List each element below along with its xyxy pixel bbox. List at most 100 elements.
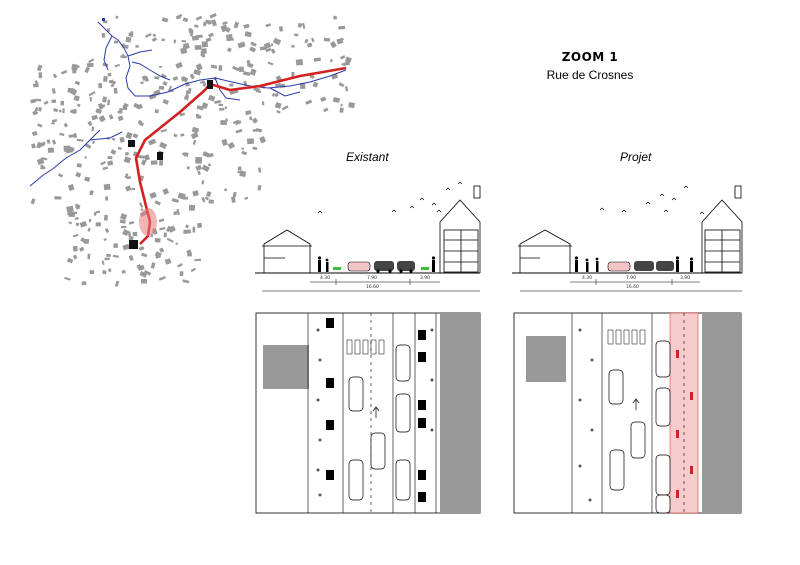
- map-building: [53, 108, 59, 113]
- map-building: [196, 129, 199, 132]
- map-building: [89, 96, 93, 102]
- map-building: [138, 121, 145, 127]
- map-building: [101, 260, 105, 266]
- map-building: [72, 233, 79, 238]
- map-building: [220, 120, 227, 126]
- map-building: [98, 115, 106, 123]
- map-building: [74, 80, 81, 86]
- map-building: [345, 57, 350, 64]
- map-building: [294, 33, 299, 37]
- map-building: [107, 99, 111, 106]
- map-building: [143, 270, 152, 276]
- map-building: [235, 128, 243, 134]
- dimension-lines: [520, 279, 742, 292]
- map-building: [110, 83, 115, 88]
- map-building: [139, 270, 148, 278]
- map-building: [232, 191, 237, 198]
- map-building: [106, 253, 111, 258]
- map-building: [304, 38, 309, 44]
- map-building: [130, 31, 134, 37]
- map-building: [96, 210, 101, 214]
- map-building: [267, 61, 274, 66]
- map-building: [206, 191, 212, 198]
- map-building: [114, 63, 120, 68]
- map-building: [31, 143, 36, 149]
- map-building: [76, 103, 81, 108]
- map-building: [43, 100, 49, 105]
- map-building: [181, 76, 189, 83]
- map-building: [103, 183, 111, 191]
- map-building: [74, 217, 79, 221]
- map-building: [124, 151, 130, 156]
- map-building: [159, 65, 162, 68]
- cars: [347, 261, 415, 273]
- map-building: [166, 237, 174, 243]
- map-building: [261, 101, 265, 106]
- map-building: [232, 119, 240, 125]
- map-building: [307, 42, 313, 48]
- map-building: [88, 58, 95, 64]
- map-building: [119, 213, 128, 221]
- map-building: [63, 145, 71, 152]
- map-building: [140, 81, 144, 85]
- map-building: [47, 147, 54, 153]
- map-building: [189, 73, 195, 80]
- map-building: [186, 90, 189, 96]
- map-building: [171, 198, 180, 203]
- left-house: [518, 229, 572, 273]
- map-building: [149, 191, 157, 199]
- map-building: [128, 220, 135, 225]
- map-building: [309, 74, 314, 79]
- map-building: [158, 218, 165, 223]
- map-building: [186, 166, 190, 170]
- birds: [317, 181, 463, 214]
- dim-middle-projet: 7.90: [626, 276, 637, 281]
- map-building: [163, 232, 167, 238]
- map-building: [122, 243, 130, 251]
- map-building: [162, 81, 168, 86]
- map-building: [148, 138, 157, 146]
- map-building: [110, 79, 114, 83]
- map-building: [208, 199, 215, 204]
- map-building: [108, 114, 114, 120]
- map-building: [194, 24, 199, 28]
- map-building: [173, 133, 178, 138]
- dim-left-existant: 4.30: [320, 276, 331, 281]
- map-building: [250, 41, 257, 47]
- map-building: [158, 85, 165, 90]
- map-building: [87, 120, 93, 127]
- map-building: [332, 97, 341, 103]
- map-building: [243, 23, 250, 29]
- map-building: [338, 82, 345, 88]
- map-building: [182, 42, 190, 50]
- map-building: [52, 73, 58, 79]
- map-building: [66, 205, 74, 213]
- map-building: [192, 190, 199, 197]
- map-building: [97, 102, 104, 110]
- map-building: [102, 270, 107, 275]
- map-building: [37, 123, 43, 128]
- map-building: [121, 225, 127, 229]
- map-building: [237, 171, 244, 174]
- plan-projet: [513, 312, 742, 514]
- map-building: [323, 107, 329, 113]
- map-building: [66, 210, 72, 216]
- map-building: [46, 139, 51, 144]
- map-building: [154, 76, 160, 80]
- map-building: [100, 160, 106, 166]
- river-network: [29, 21, 347, 187]
- map-building: [79, 221, 88, 228]
- map-building: [300, 82, 306, 90]
- map-building: [214, 99, 222, 105]
- map-building: [102, 96, 108, 103]
- map-building: [186, 229, 192, 234]
- map-building: [58, 173, 64, 178]
- map-building: [339, 107, 344, 113]
- map-building: [338, 25, 346, 30]
- map-building: [291, 72, 295, 78]
- map-building: [74, 203, 80, 210]
- map-building: [227, 141, 236, 150]
- map-building: [123, 102, 129, 107]
- map-building: [259, 46, 267, 51]
- map-building: [36, 157, 45, 166]
